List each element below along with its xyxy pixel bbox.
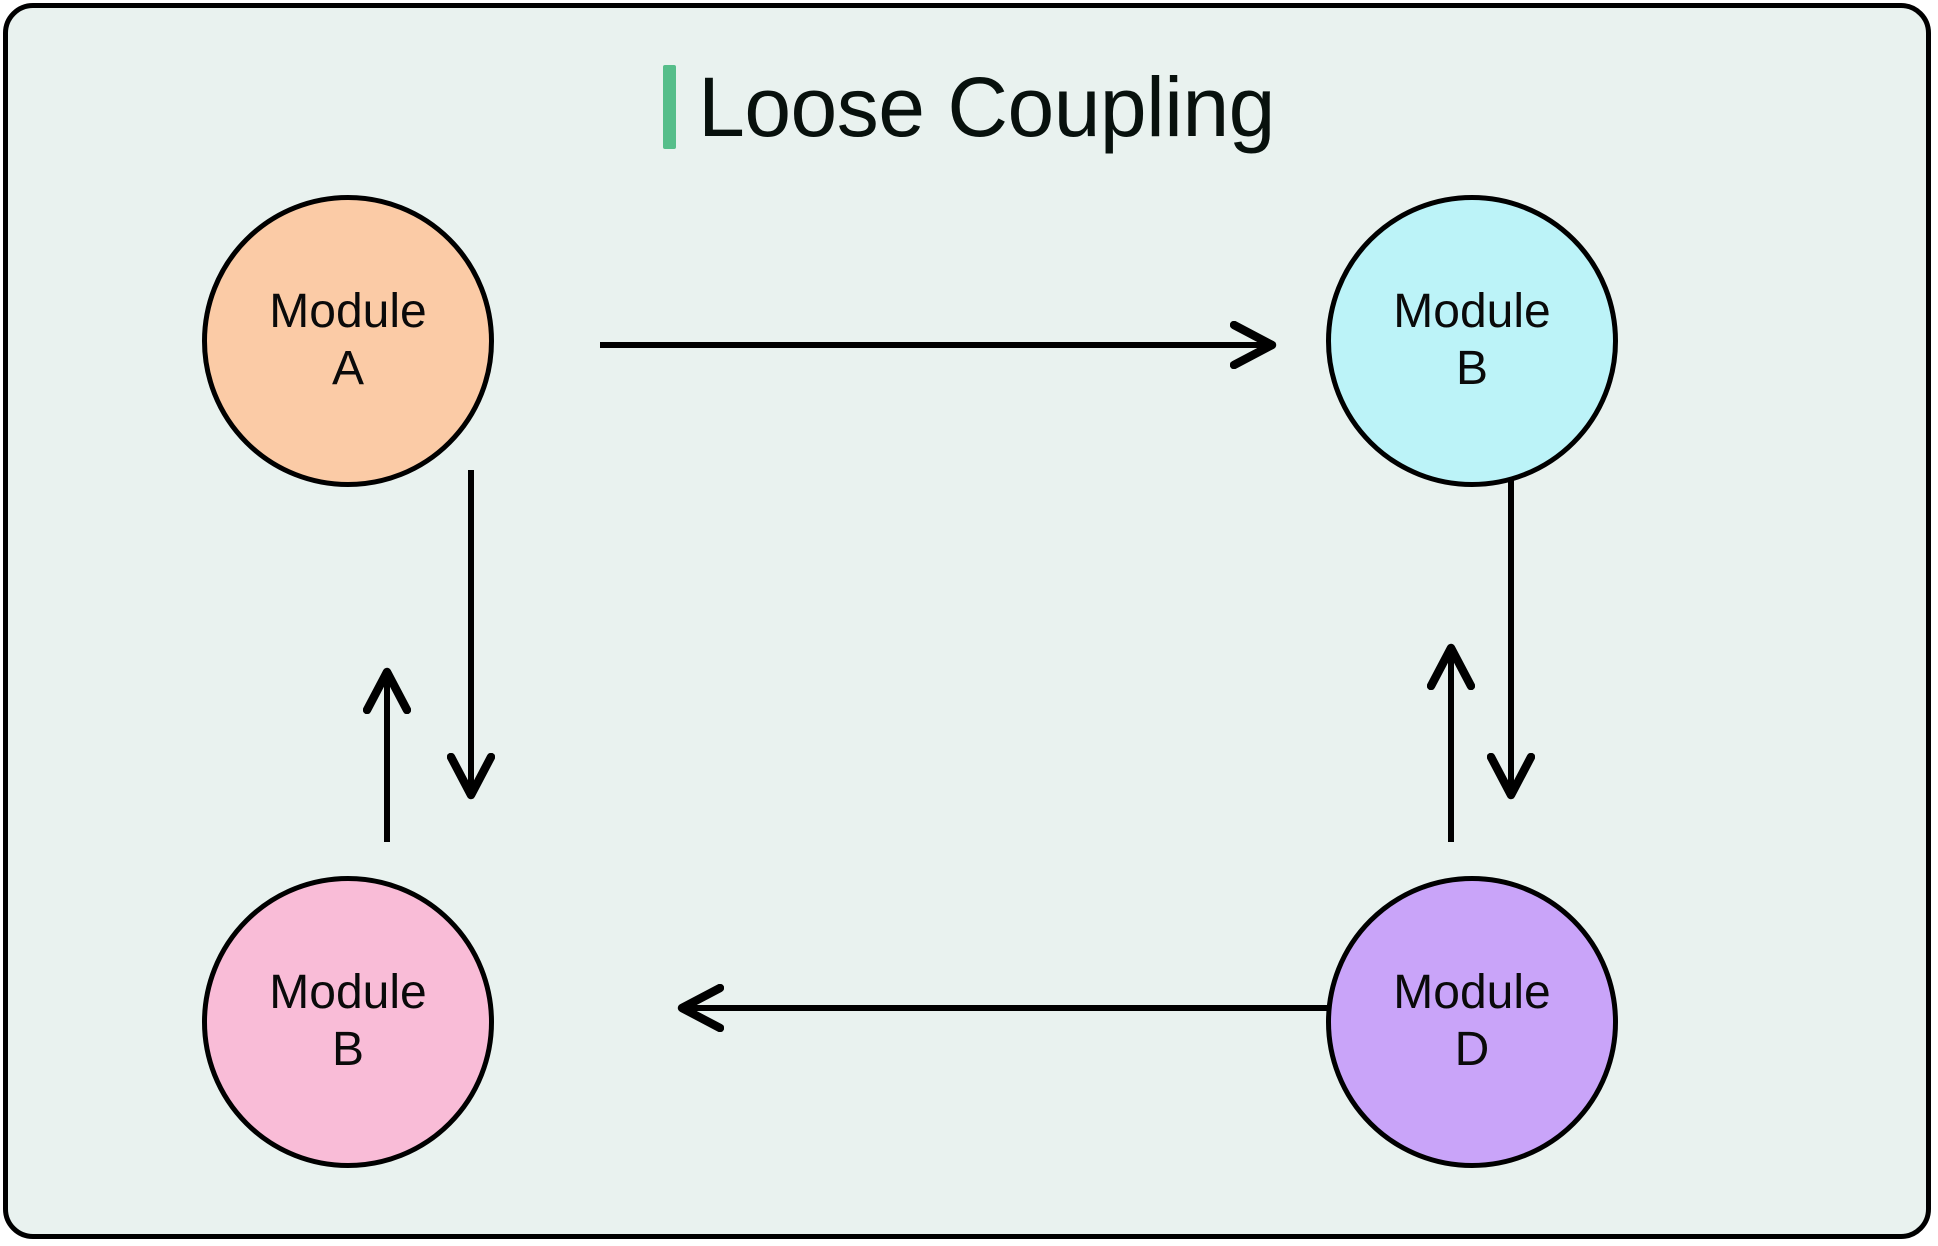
node-label-line2: B (331, 1023, 364, 1076)
node-module-a[interactable]: Module A (202, 195, 494, 487)
node-module-d[interactable]: Module D (1326, 876, 1618, 1168)
node-label-line2: A (331, 342, 364, 395)
accent-bar-icon (663, 65, 677, 149)
node-label-line1: Module (269, 966, 427, 1020)
node-label-line2: B (1455, 342, 1488, 395)
page-title: Loose Coupling (0, 52, 1938, 162)
node-module-b-bottom[interactable]: Module B (202, 876, 494, 1168)
node-label-line1: Module (1393, 966, 1551, 1020)
page-title-text: Loose Coupling (698, 60, 1275, 154)
node-label-line1: Module (269, 285, 427, 339)
node-module-b-top[interactable]: Module B (1326, 195, 1618, 487)
node-label-line2: D (1454, 1023, 1490, 1076)
node-label-line1: Module (1393, 285, 1551, 339)
